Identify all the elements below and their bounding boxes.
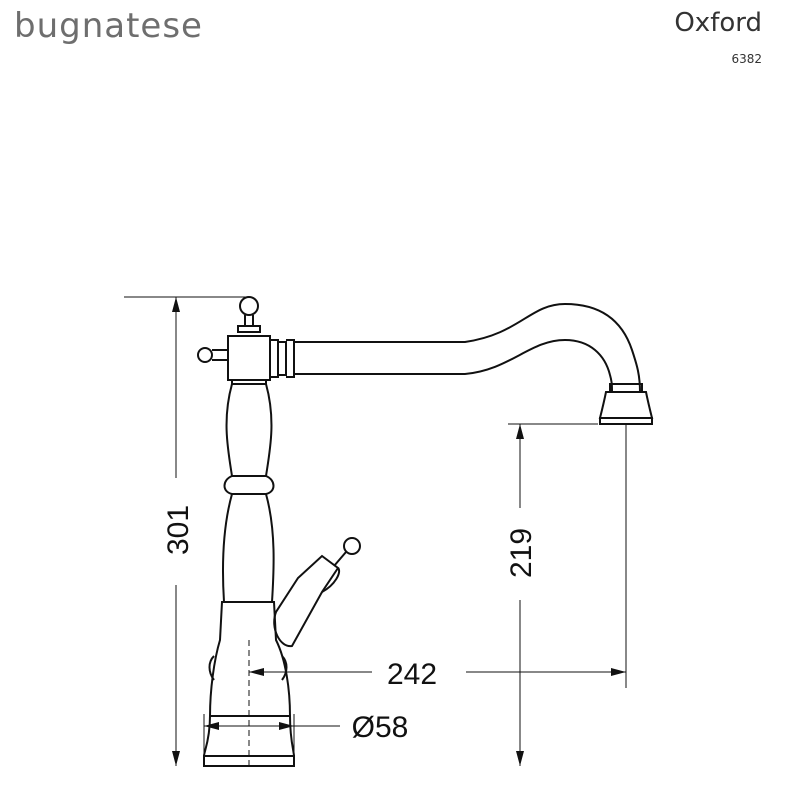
head-block bbox=[227, 335, 271, 381]
height-arrow-bottom bbox=[172, 751, 180, 766]
base-body bbox=[208, 601, 292, 717]
top-knob bbox=[239, 296, 259, 316]
aerator bbox=[598, 391, 654, 419]
reach-label: 242 bbox=[387, 658, 437, 691]
height-label: 301 bbox=[162, 505, 195, 555]
side-knob bbox=[197, 347, 213, 363]
model-name: Oxford bbox=[674, 8, 762, 38]
spout-top bbox=[294, 302, 641, 393]
lower-body bbox=[221, 493, 275, 603]
spout-height-label: 219 bbox=[505, 528, 538, 578]
spout-arrow-bottom bbox=[516, 751, 524, 766]
diameter-label: Ø58 bbox=[352, 711, 409, 744]
reach-arrow-right bbox=[611, 668, 626, 676]
spout-arrow-top bbox=[516, 424, 524, 439]
height-arrow-top bbox=[172, 297, 180, 312]
brand-logo: bugnatese bbox=[14, 6, 203, 46]
lever-handle bbox=[273, 554, 340, 648]
reach-arrow-left bbox=[249, 668, 264, 676]
diameter-arrow-right bbox=[279, 722, 294, 730]
spout-bottom bbox=[294, 338, 613, 393]
model-code: 6382 bbox=[731, 52, 762, 66]
faucet-outline bbox=[197, 296, 654, 767]
dimension-lines bbox=[124, 296, 627, 766]
lever-knob bbox=[343, 537, 361, 555]
diameter-arrow-left bbox=[204, 722, 219, 730]
middle-ring bbox=[223, 475, 275, 495]
upper-body bbox=[225, 383, 273, 477]
